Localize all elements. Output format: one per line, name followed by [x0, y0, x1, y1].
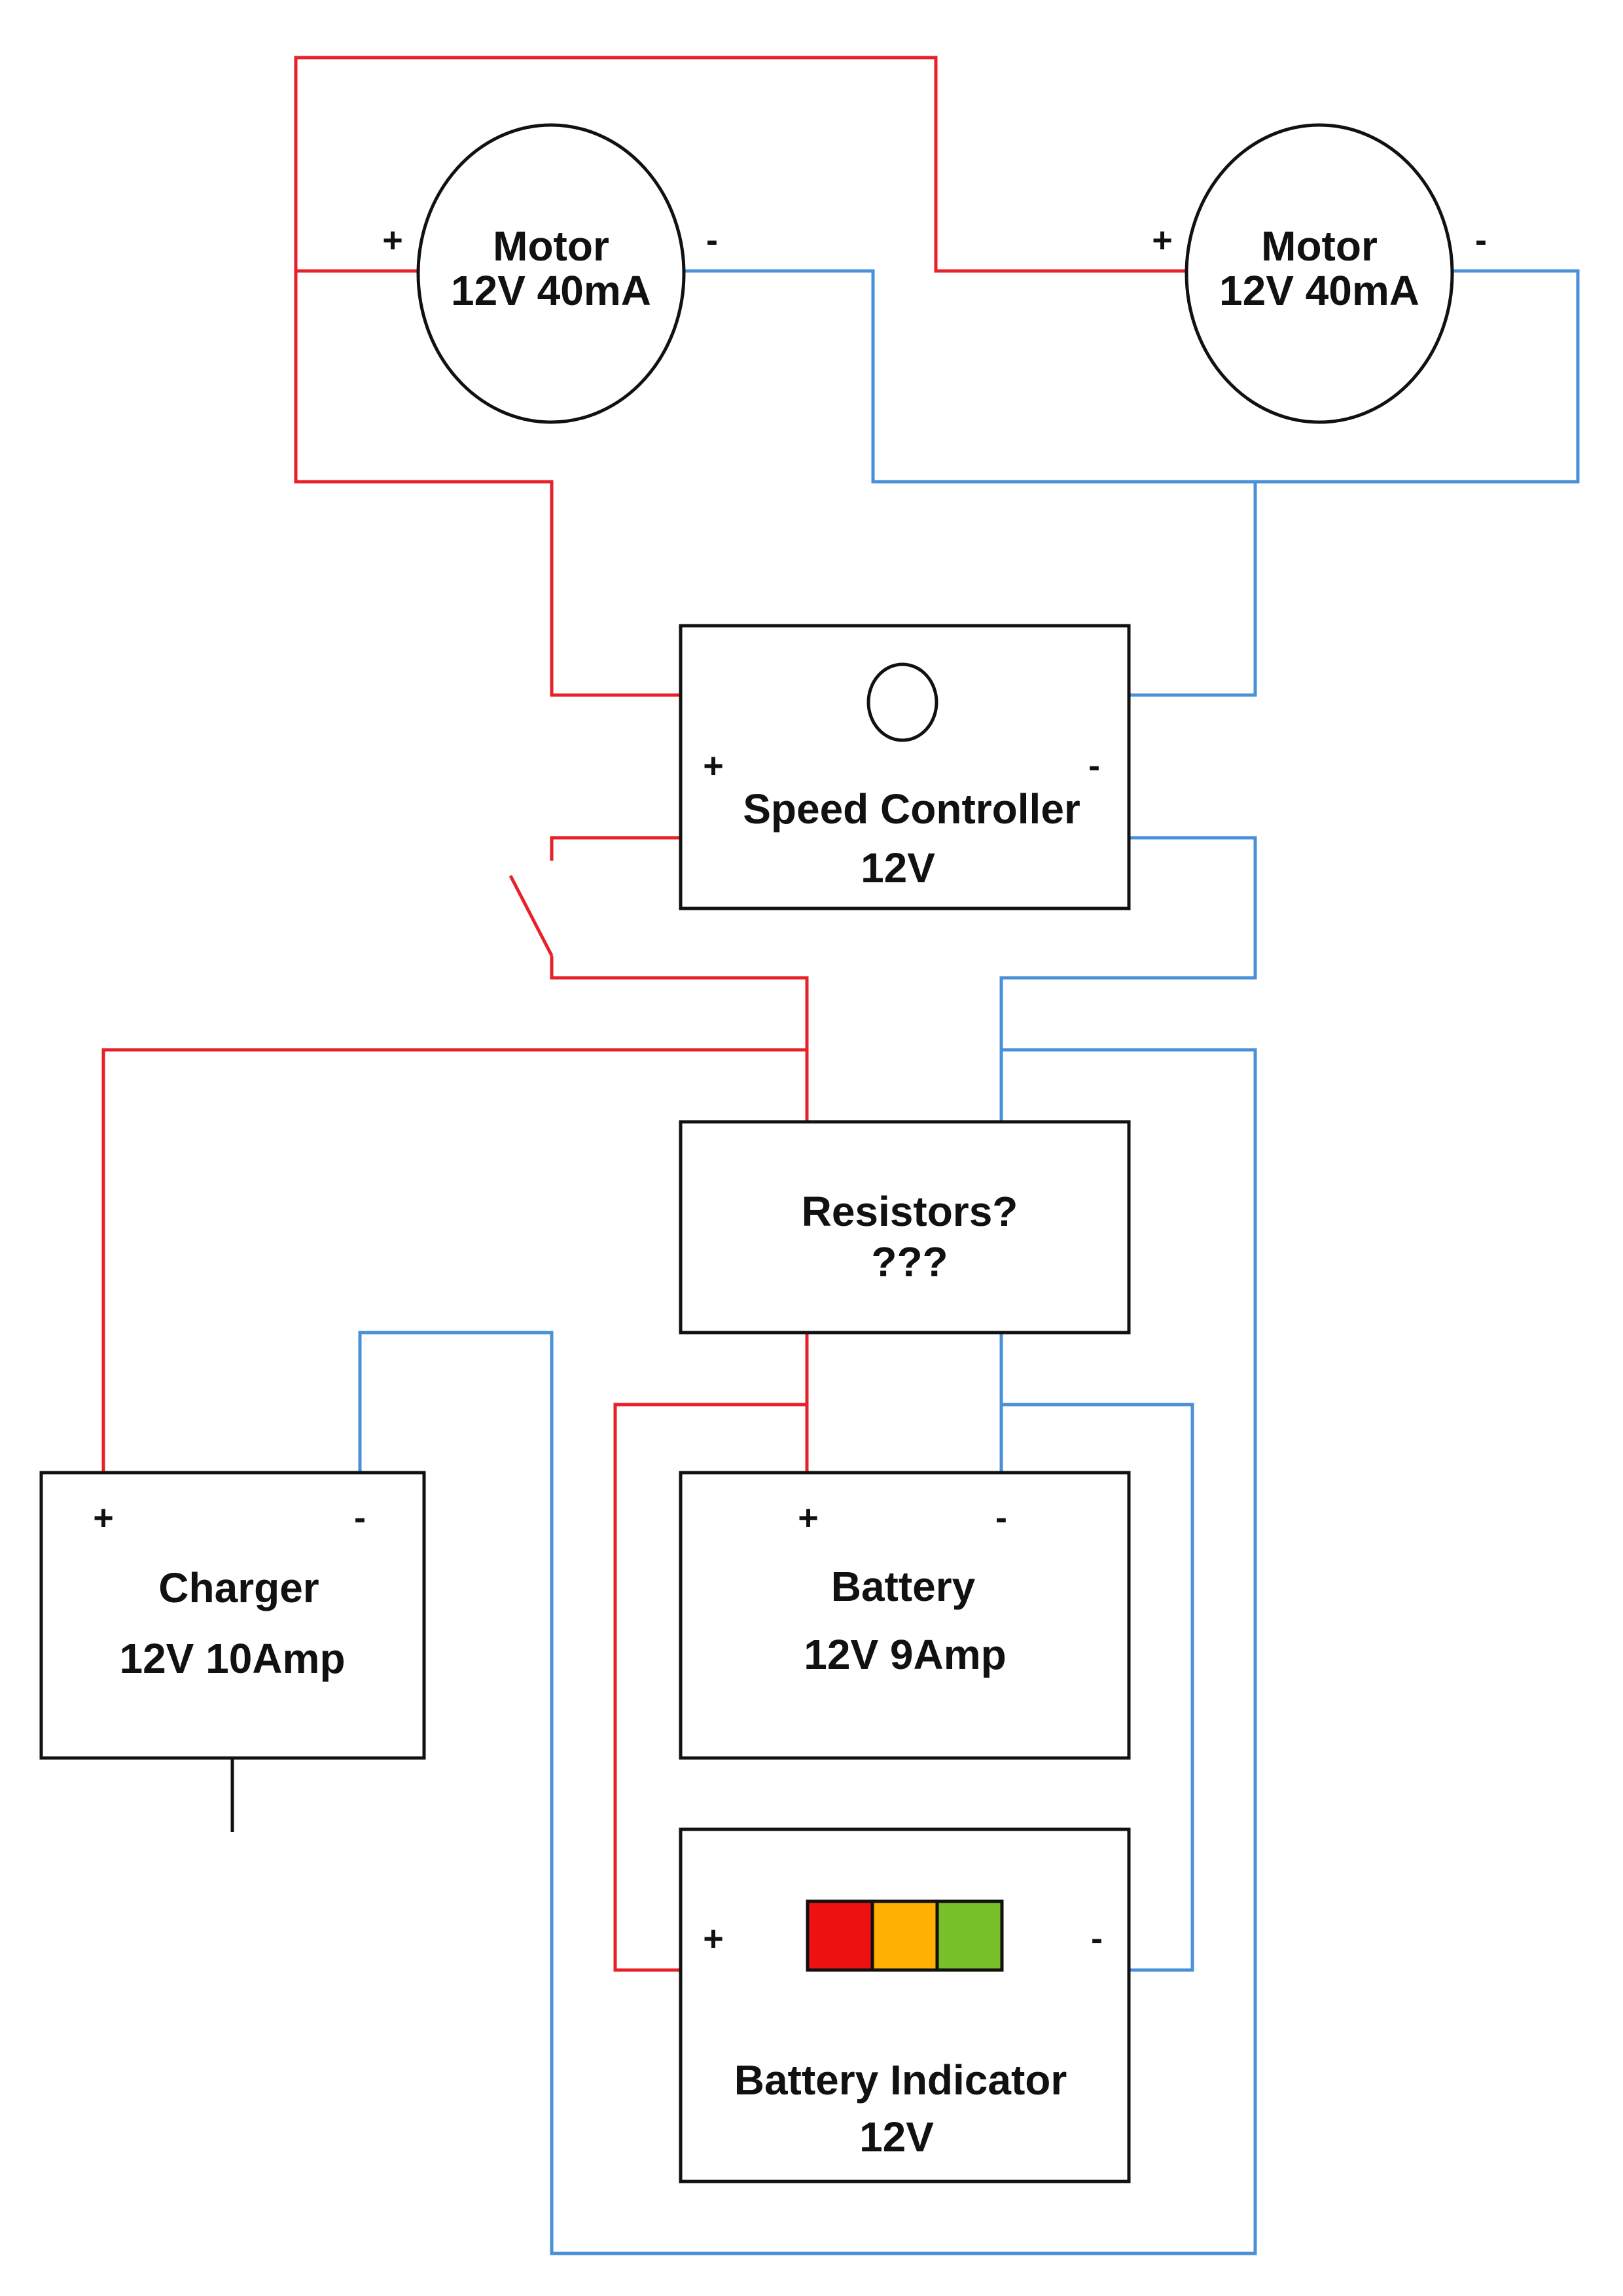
motor-right-title: Motor	[1261, 223, 1378, 270]
positive-wire-indicator	[613, 1403, 807, 1972]
speed-controller-minus-terminal: -	[1088, 746, 1100, 785]
motor-left-title: Motor	[493, 223, 609, 270]
resistors-title: Resistors?	[802, 1188, 1018, 1235]
charger-minus-terminal: -	[354, 1498, 366, 1537]
resistors-box	[679, 1120, 1131, 1335]
battery-indicator-plus-terminal: +	[703, 1919, 724, 1958]
negative-wire-motor-return	[1129, 482, 1257, 697]
charger-title: Charger	[158, 1564, 319, 1611]
battery-plus-terminal: +	[798, 1498, 819, 1537]
battery-box	[679, 1471, 1131, 1760]
motor-left-plus-terminal: +	[382, 221, 403, 260]
charge-level-red-cell	[806, 1899, 874, 1972]
speed-controller-plus-terminal: +	[703, 746, 724, 785]
charge-level-green-cell	[935, 1899, 1004, 1972]
resistors-note: ???	[871, 1238, 948, 1285]
charger-box	[39, 1471, 426, 1760]
positive-wire-switch-top	[550, 836, 681, 861]
motor-left: Motor 12V 40mA + -	[382, 123, 718, 424]
battery: + - Battery 12V 9Amp	[679, 1471, 1131, 1760]
resistors: Resistors? ???	[679, 1120, 1131, 1335]
motor-left-rating: 12V 40mA	[451, 267, 651, 314]
speed-knob-icon	[866, 662, 938, 742]
battery-indicator-rating: 12V	[859, 2113, 934, 2161]
battery-minus-terminal: -	[995, 1498, 1007, 1537]
charge-level-bar	[806, 1899, 1004, 1972]
motor-left-body	[416, 123, 686, 424]
negative-wire-indicator	[1001, 1403, 1194, 1972]
positive-wire-charger	[101, 1048, 807, 1473]
speed-controller-rating: 12V	[861, 844, 935, 891]
speed-controller-title: Speed Controller	[743, 785, 1080, 833]
negative-wire-controller-supply	[999, 836, 1257, 1122]
positive-wire-switch-bottom	[550, 956, 809, 1122]
negative-wires	[358, 269, 1580, 2255]
motor-right-rating: 12V 40mA	[1219, 267, 1419, 314]
motor-right: Motor 12V 40mA + -	[1152, 123, 1487, 424]
charger-plus-terminal: +	[93, 1498, 114, 1537]
positive-wire-motor-feed	[294, 271, 681, 697]
motor-left-minus-terminal: -	[706, 221, 718, 260]
switch-lever	[508, 874, 554, 957]
positive-wires	[101, 56, 1194, 1972]
motor-right-plus-terminal: +	[1152, 221, 1173, 260]
negative-wire-left-motor	[684, 269, 1580, 484]
battery-indicator: + - Battery Indicator 12V	[679, 1827, 1131, 2183]
battery-rating: 12V 9Amp	[804, 1631, 1006, 1678]
charger: + - Charger 12V 10Amp	[39, 1471, 426, 1832]
battery-title: Battery	[831, 1563, 976, 1610]
battery-indicator-title: Battery Indicator	[734, 2056, 1067, 2104]
battery-indicator-box	[679, 1827, 1131, 2183]
motor-right-body	[1185, 123, 1454, 424]
motor-right-minus-terminal: -	[1475, 221, 1487, 260]
charge-level-orange-cell	[870, 1899, 939, 1972]
charger-rating: 12V 10Amp	[119, 1635, 345, 1682]
positive-wire-top-loop	[294, 56, 1194, 273]
speed-controller-box	[679, 624, 1131, 910]
speed-controller: + - Speed Controller 12V	[679, 624, 1131, 910]
negative-wire-charger-loop	[358, 1048, 1257, 2255]
battery-indicator-minus-terminal: -	[1091, 1919, 1103, 1958]
